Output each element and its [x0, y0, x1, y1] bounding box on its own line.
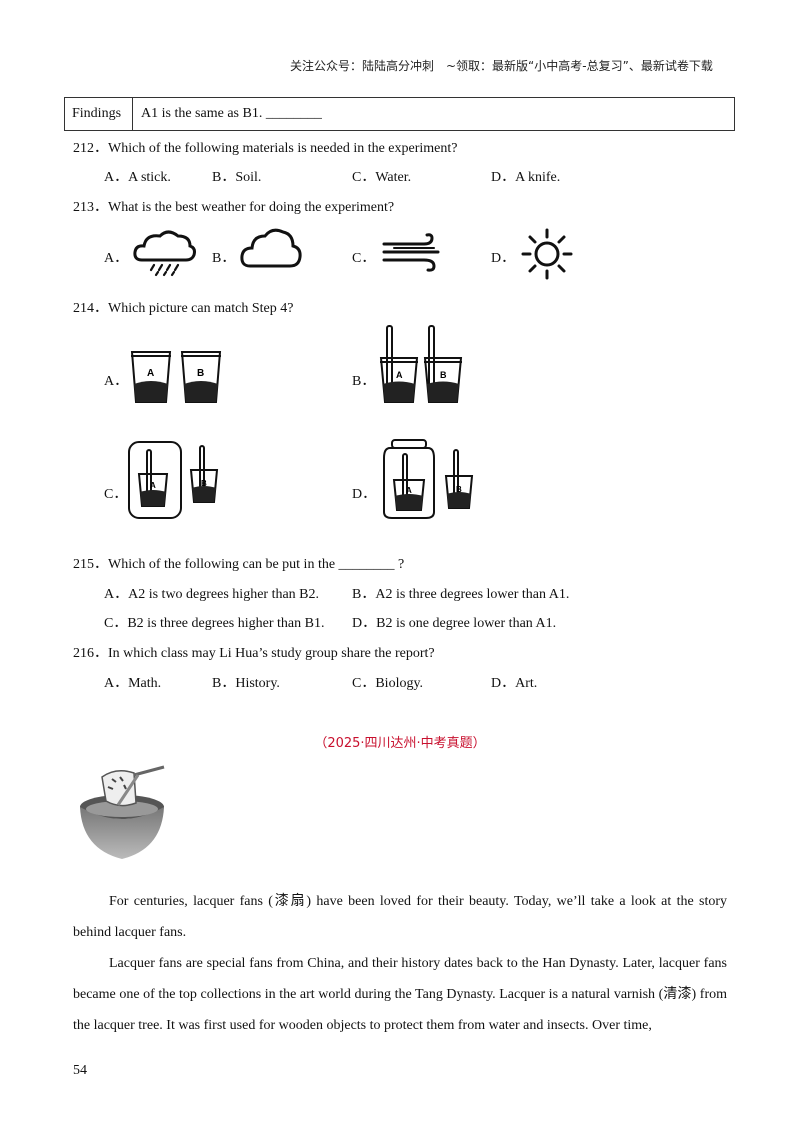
rain-cloud-icon [133, 230, 196, 277]
findings-table: Findings A1 is the same as B1. ________ [64, 97, 735, 131]
q213-option-c: C． [352, 251, 376, 266]
passage-paragraph-2-text: Lacquer fans are special fans from China… [73, 956, 727, 1033]
q215-option-c: C．B2 is three degrees higher than B1. [104, 616, 325, 631]
cup-label-a: A [406, 486, 412, 495]
q213-option-b: B． [212, 251, 236, 266]
q216-option-b: B．History. [212, 676, 280, 691]
q212-option-b: B．Soil. [212, 170, 262, 185]
cup-in-jar-picture: A B [128, 441, 219, 519]
cups-with-thermometers-picture: A B [379, 325, 463, 403]
sun-icon [521, 228, 573, 280]
cup-label-b: B [197, 368, 204, 379]
both-cups-in-jar-picture: A B [383, 439, 474, 519]
cup-label-b: B [440, 370, 447, 380]
passage-paragraph-1: For centuries, lacquer fans (漆扇) have be… [73, 886, 727, 948]
q212-option-d: D．A knife. [491, 170, 561, 185]
q214-option-b: B． [352, 374, 376, 389]
cup-label-a: A [150, 481, 156, 490]
wind-icon [382, 233, 440, 272]
page-header: 关注公众号：陆陆高分冲刺 ~领取：最新版“小中高考-总复习”、最新试卷下载 [290, 59, 713, 73]
cup-label-a: A [147, 368, 154, 379]
cloud-icon [240, 228, 302, 268]
q214-option-a: A． [104, 374, 129, 389]
q216-option-a: A．Math. [104, 676, 162, 691]
q215-option-b: B．A2 is three degrees lower than A1. [352, 587, 570, 602]
question-216: 216．In which class may Li Hua’s study gr… [73, 646, 435, 661]
q215-option-a: A．A2 is two degrees higher than B2. [104, 587, 320, 602]
question-214: 214．Which picture can match Step 4? [73, 301, 294, 316]
q212-option-c: C．Water. [352, 170, 412, 185]
findings-label: Findings [65, 98, 133, 130]
q215-option-d: D．B2 is one degree lower than A1. [352, 616, 557, 631]
question-213: 213．What is the best weather for doing t… [73, 200, 395, 215]
page-number: 54 [73, 1063, 87, 1078]
lacquer-fan-bowl-picture [80, 765, 165, 859]
passage-paragraph-2: Lacquer fans are special fans from China… [73, 948, 727, 1041]
q214-option-c: C． [104, 487, 128, 502]
q213-option-a: A． [104, 251, 129, 266]
two-cups-picture: A B [130, 351, 222, 403]
question-215: 215．Which of the following can be put in… [73, 557, 405, 572]
q216-option-d: D．Art. [491, 676, 538, 691]
cup-label-b: B [456, 485, 462, 494]
q212-option-a: A．A stick. [104, 170, 171, 185]
question-212: 212．Which of the following materials is … [73, 141, 458, 156]
cup-label-b: B [201, 479, 207, 488]
passage-paragraph-1-text: For centuries, lacquer fans (漆扇) have be… [73, 894, 727, 940]
q213-option-d: D． [491, 251, 516, 266]
q216-option-c: C．Biology. [352, 676, 424, 691]
q214-option-d: D． [352, 487, 377, 502]
source-tag: （2025·四川达州·中考真题） [314, 736, 486, 751]
cup-label-a: A [396, 370, 403, 380]
findings-text: A1 is the same as B1. ________ [141, 106, 322, 121]
